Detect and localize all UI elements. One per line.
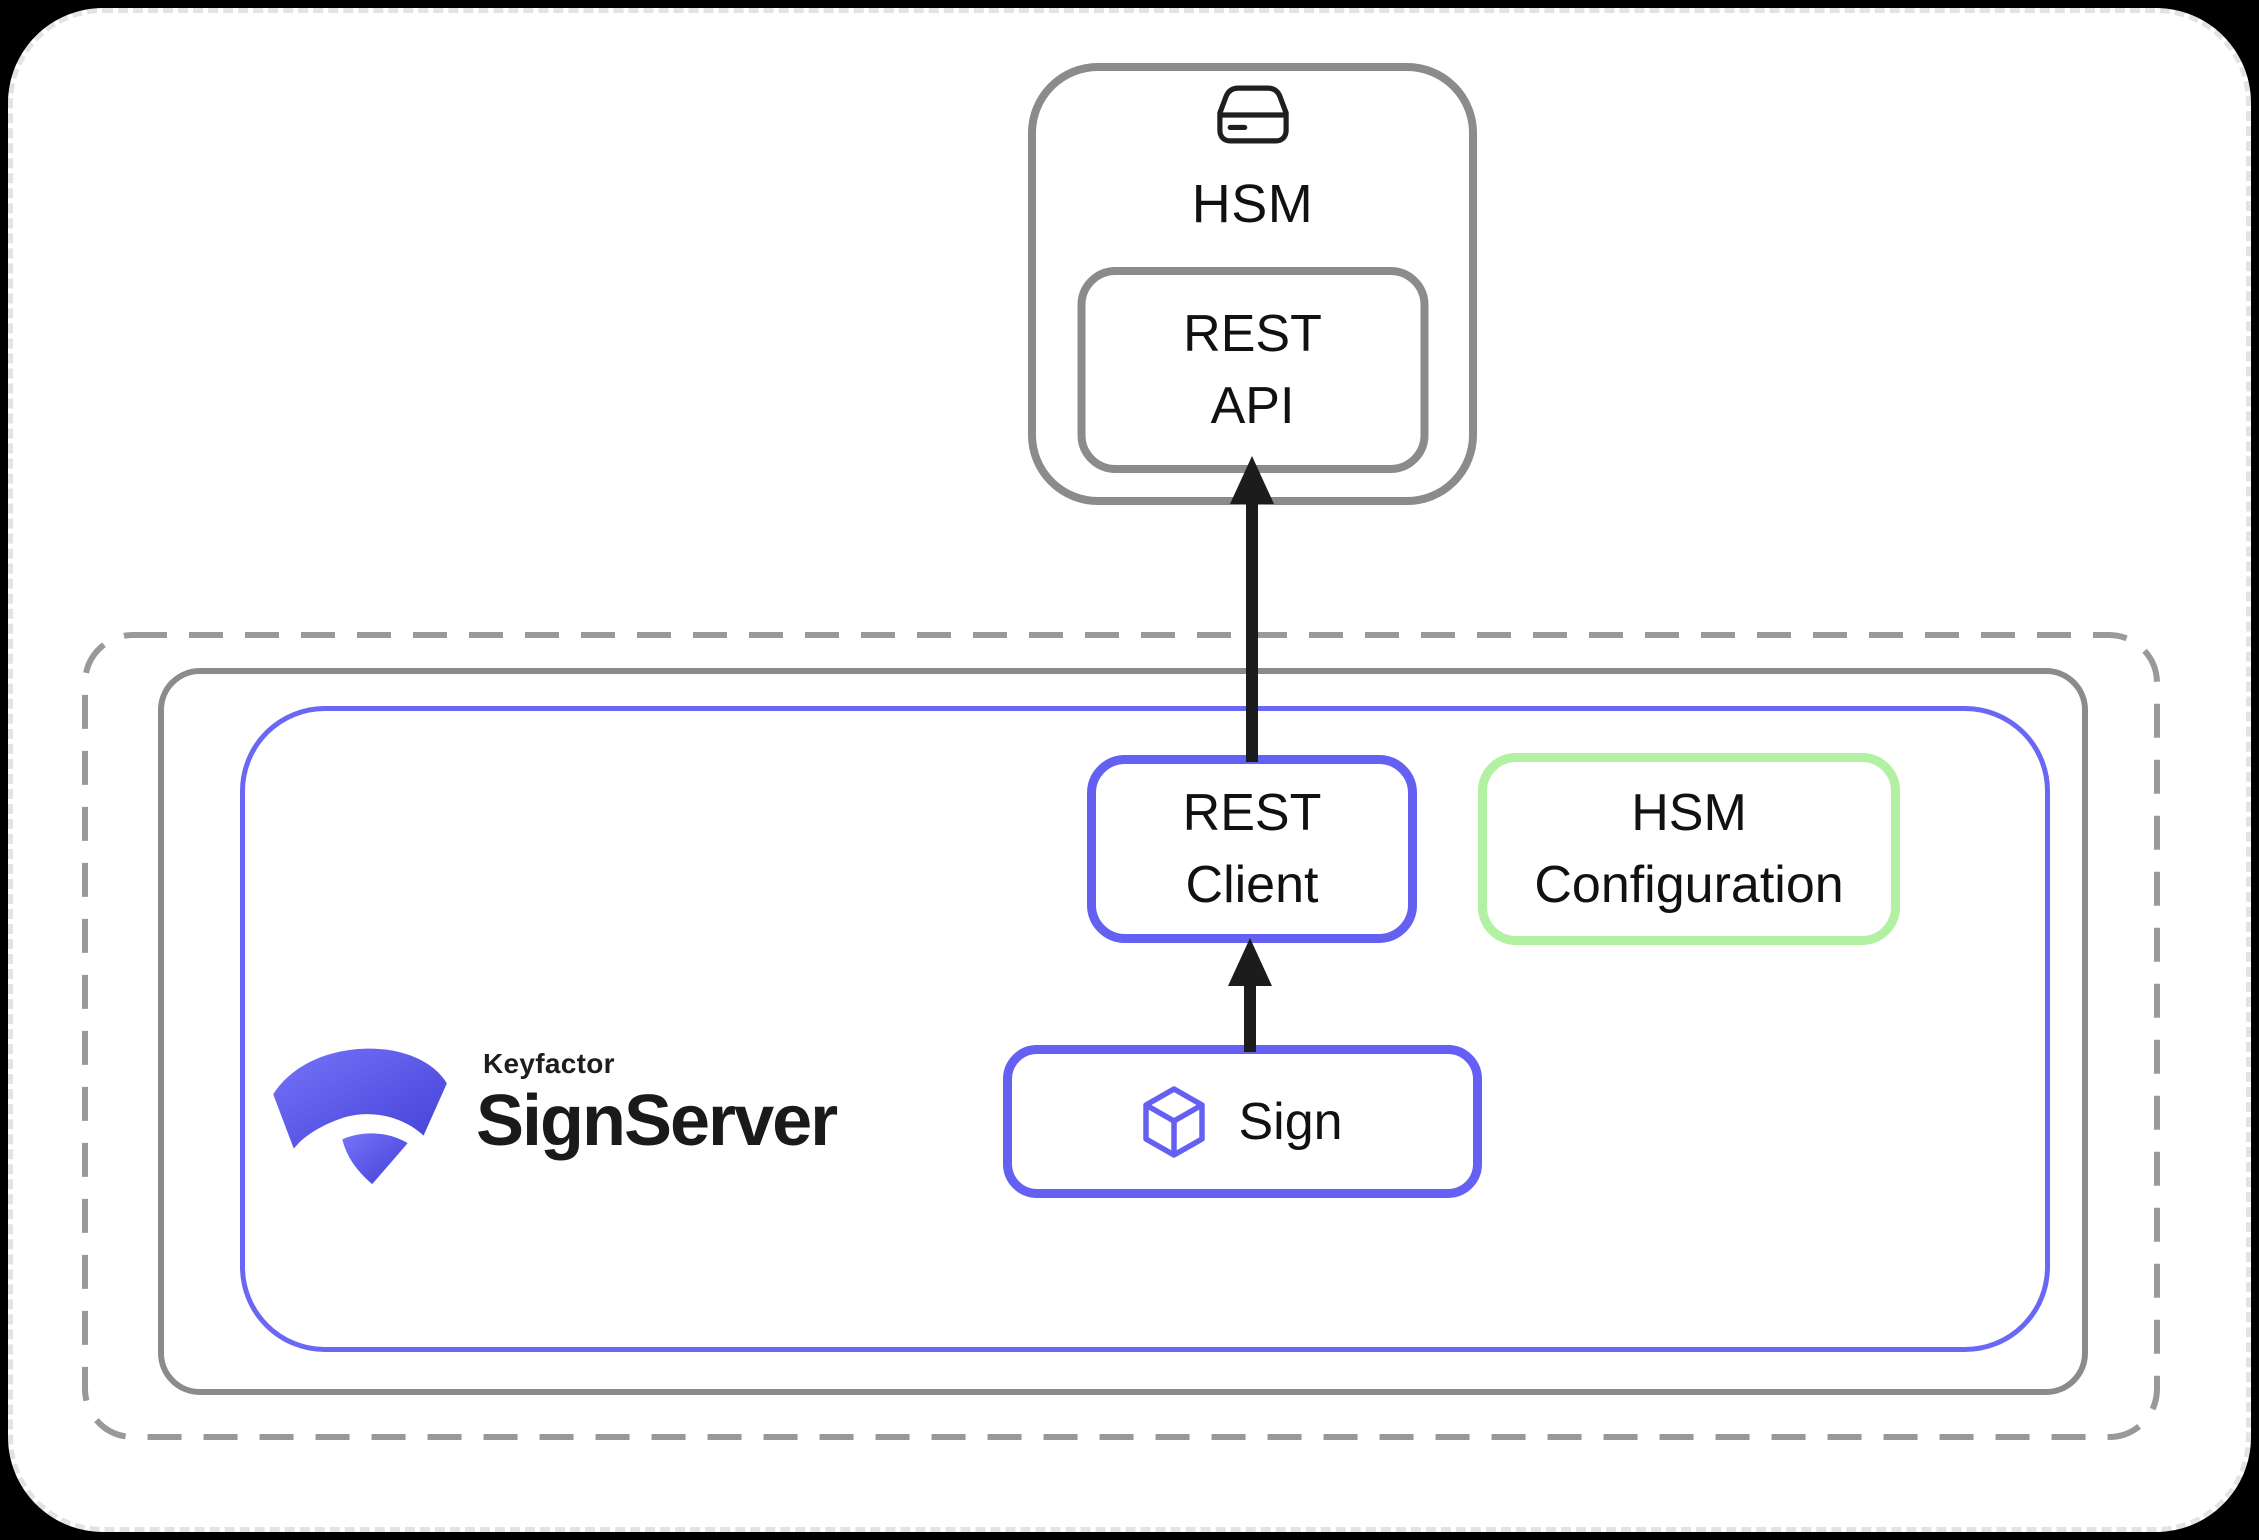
sign-box: Sign [1003, 1045, 1482, 1198]
hsm-title: HSM [1191, 174, 1314, 234]
hsm-configuration-box: HSM Configuration [1478, 753, 1900, 945]
hsm-configuration-label-line2: Configuration [1534, 856, 1844, 914]
external-drive-icon [1216, 85, 1289, 144]
rest-api-box: REST API [1077, 267, 1428, 473]
deployment-boundary-dashed [82, 632, 2160, 1440]
sign-label: Sign [1238, 1092, 1343, 1151]
cube-icon [1143, 1085, 1206, 1158]
hsm-box: HSM REST API [1028, 63, 1477, 505]
rest-api-label-line1: REST [1183, 305, 1322, 363]
rest-api-label-line2: API [1210, 377, 1295, 435]
rest-client-box: REST Client [1087, 755, 1417, 943]
signserver-product-text: SignServer [476, 1081, 838, 1161]
keyfactor-brand-text: Keyfactor [483, 1048, 615, 1079]
rest-client-label-line1: REST [1182, 784, 1322, 842]
rest-client-label-line2: Client [1185, 856, 1319, 914]
keyfactor-ribbon-logo-icon [273, 1048, 447, 1185]
hsm-configuration-label-line1: HSM [1631, 784, 1747, 842]
